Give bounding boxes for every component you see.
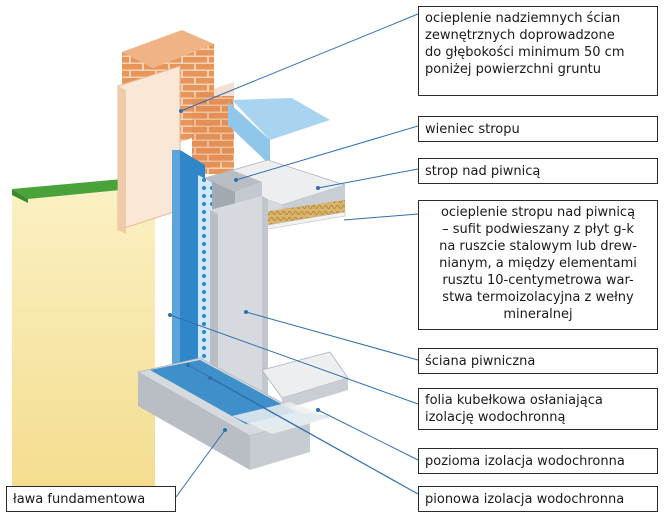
label-line: ocieplenie nadziemnych ścian [425, 11, 621, 26]
leader-line-wieniec [235, 125, 419, 181]
leader-line-folia-1 [169, 314, 419, 405]
label-line: izolację wodochronną [425, 410, 566, 425]
leader-dots [168, 109, 320, 432]
label-ring-beam: wieniec stropu [418, 116, 658, 142]
label-wall-insulation: ocieplenie nadziemnych ścian zewnętrznyc… [418, 6, 658, 96]
label-foundation: ława fundamentowa [6, 486, 176, 512]
leader-line-sciana [245, 311, 419, 361]
label-line: poniżej powierzchni gruntu [425, 62, 602, 77]
label-line: stwa termoizolacyjna z wełny [442, 290, 634, 305]
label-basement-wall: ściana piwniczna [418, 348, 658, 374]
leader-lines [169, 13, 419, 498]
bubble-foil [198, 175, 212, 410]
label-line: strop nad piwnicą [425, 164, 541, 179]
label-line: nianym, a między elementami [439, 256, 637, 271]
label-line: pionowa izolacja wodochronna [425, 492, 625, 507]
label-horizontal-waterproofing: pozioma izolacja wodochronna [418, 448, 658, 474]
label-line: folia kubełkowa osłaniająca [425, 393, 603, 408]
label-line: mineralnej [503, 307, 573, 322]
label-bubble-foil: folia kubełkowa osłaniająca izolację wod… [418, 388, 658, 430]
leader-line-lawa [175, 429, 226, 498]
basement-wall [210, 196, 268, 412]
label-line: ocieplenie stropu nad piwnicą [440, 205, 636, 220]
leader-line-top [180, 13, 419, 112]
leader-line-pionowa-2 [209, 377, 419, 495]
label-vertical-waterproofing: pionowa izolacja wodochronna [418, 486, 658, 512]
leader-line-sufit [343, 213, 419, 221]
label-line: pozioma izolacja wodochronna [425, 454, 625, 469]
leader-line-strop [317, 168, 419, 189]
wall-insulation-panel [117, 65, 181, 234]
label-line: na ruszcie stalowym lub drew- [439, 239, 637, 254]
leader-line-pozioma [317, 409, 419, 461]
label-ceiling-insulation: ocieplenie stropu nad piwnicą – sufit po… [418, 200, 658, 330]
label-line: – sufit podwieszany z płyt g-k [442, 222, 634, 237]
floor-slab [261, 351, 349, 410]
label-line: ściana piwniczna [425, 354, 536, 369]
ground-soil [12, 176, 172, 500]
label-line: wieniec stropu [425, 122, 520, 137]
label-ceiling: strop nad piwnicą [418, 158, 658, 184]
foil-plane [228, 98, 330, 165]
label-line: do głębokości minimum 50 cm [425, 45, 625, 60]
label-line: rusztu 10-centymetrowa war- [442, 273, 634, 288]
label-line: zewnętrznych doprowadzone [425, 28, 615, 43]
label-line: ława fundamentowa [13, 492, 146, 507]
